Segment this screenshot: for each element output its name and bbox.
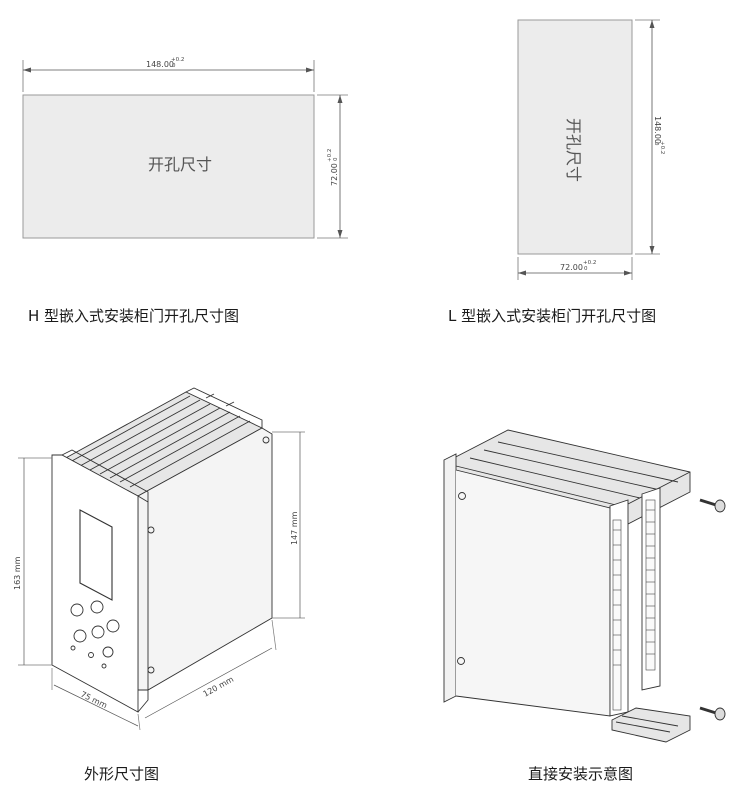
button-1: [70, 603, 84, 617]
h-cutout-drawing: 148.00 +0.2 0 72.00 +0.2 0 开孔尺寸: [22, 57, 348, 239]
h-width-dim: 148.00: [146, 60, 174, 69]
display-window: [79, 509, 113, 601]
h-cutout-rect: [22, 94, 315, 239]
h-width-tol-lower: 0: [172, 63, 176, 69]
mounting-screw-top: [699, 498, 726, 513]
button-2: [90, 600, 104, 614]
button-5: [106, 619, 120, 633]
button-4: [91, 625, 105, 639]
mounting-screw-bottom: [699, 706, 726, 721]
l-width-tol-lower: 0: [584, 266, 588, 272]
l-height-dim: 148.00: [653, 116, 662, 144]
button-6: [102, 646, 114, 658]
outline-height-dim: 163 mm: [13, 556, 22, 590]
mounting-drawing: [443, 429, 726, 743]
mounting-caption: 直接安装示意图: [528, 765, 634, 783]
mounting-side-plate: [443, 453, 457, 703]
button-3: [73, 629, 87, 643]
terminal-block-left: [612, 519, 622, 711]
h-width-tol-upper: +0.2: [171, 57, 184, 63]
h-height-tol-upper: +0.2: [327, 149, 333, 162]
l-height-tol-upper: +0.2: [659, 141, 665, 154]
l-width-tol-upper: +0.2: [583, 260, 596, 266]
l-cutout-label: 开孔尺寸: [564, 118, 583, 182]
l-cutout-drawing: 148.00 +0.2 0 72.00 +0.2 0 开孔尺寸: [517, 19, 665, 280]
h-height-tol-lower: 0: [333, 157, 339, 161]
h-cutout-label: 开孔尺寸: [148, 155, 212, 174]
l-width-dim: 72.00: [560, 263, 583, 272]
mounting-bottom-rail: [611, 707, 691, 743]
h-cutout-caption: H 型嵌入式安装柜门开孔尺寸图: [28, 307, 240, 325]
outline-drawing: [18, 387, 305, 731]
l-cutout-caption: L 型嵌入式安装柜门开孔尺寸图: [448, 307, 657, 325]
outline-depth-dim: 120 mm: [202, 675, 236, 699]
outline-depth-height-dim: 147 mm: [290, 511, 299, 545]
l-height-tol-lower: 0: [653, 142, 659, 146]
l-cutout-rect: [517, 19, 633, 255]
heatsink-fins: [61, 387, 263, 497]
h-height-dim: 72.00: [330, 163, 339, 186]
terminal-block-right: [645, 499, 656, 671]
outline-caption: 外形尺寸图: [84, 765, 160, 783]
